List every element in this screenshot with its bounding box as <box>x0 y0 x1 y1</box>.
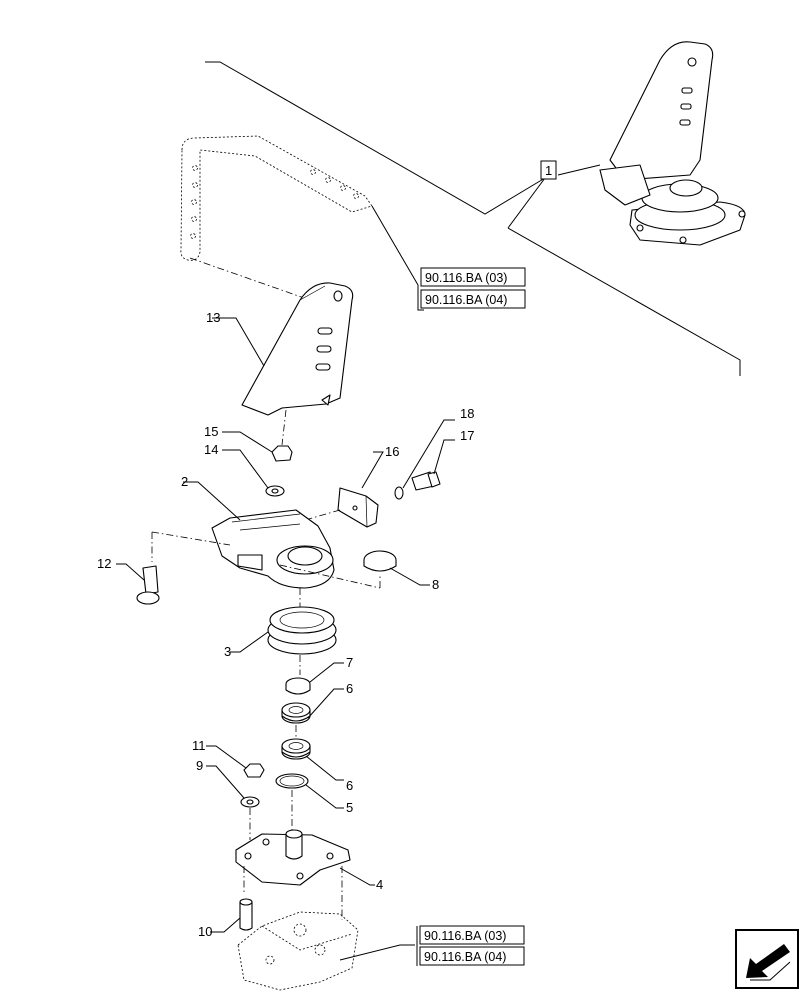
part-11-nut <box>243 763 265 778</box>
nav-arrow-icon[interactable] <box>735 929 799 989</box>
callout-6-upper: 6 <box>346 681 353 696</box>
base-housing <box>237 911 359 991</box>
part-9-washer <box>240 796 260 808</box>
callout-18: 18 <box>460 406 474 421</box>
upper-ref-box-03[interactable] <box>420 267 526 287</box>
callout-7: 7 <box>346 655 353 670</box>
upper-ref-label-04: 90.116.BA (04) <box>425 293 507 307</box>
callout-3: 3 <box>224 644 231 659</box>
part-2-housing <box>211 509 335 589</box>
part-16-clip <box>337 487 379 528</box>
callout-15: 15 <box>204 424 218 439</box>
part-7-nut <box>285 677 311 695</box>
callout-8: 8 <box>432 577 439 592</box>
upper-ref-label-03: 90.116.BA (03) <box>425 271 507 285</box>
part-18-washer <box>394 486 404 500</box>
part-15-nut <box>271 445 293 462</box>
callout-1-label: 1 <box>545 163 552 178</box>
lower-ref-label-03: 90.116.BA (03) <box>424 929 506 943</box>
callout-14: 14 <box>204 442 218 457</box>
callout-10: 10 <box>198 924 212 939</box>
part-10-pin <box>239 898 253 931</box>
part-3-spring <box>267 606 337 655</box>
part-5-snap-ring <box>275 773 309 789</box>
part-17-screw <box>411 471 441 491</box>
callout-17: 17 <box>460 428 474 443</box>
callout-9: 9 <box>196 758 203 773</box>
callout-4: 4 <box>376 877 383 892</box>
callout-16: 16 <box>385 444 399 459</box>
callout-5: 5 <box>346 800 353 815</box>
upper-bracket-outline <box>180 135 373 261</box>
part-13-bolt <box>136 565 160 605</box>
part-14-washer <box>265 485 285 497</box>
lower-ref-box-04[interactable] <box>419 946 525 966</box>
upper-ref-box-04[interactable] <box>420 289 526 309</box>
lower-reference-group: 90.116.BA (03) 90.116.BA (04) <box>416 925 525 966</box>
lower-ref-box-03[interactable] <box>419 925 525 945</box>
part-6-bearing-upper <box>281 702 311 724</box>
callout-1: 1 <box>540 160 557 180</box>
part-12-bracket <box>241 282 354 416</box>
part-6-bearing-lower <box>281 738 311 760</box>
callout-12: 13 <box>206 310 220 325</box>
callout-6-lower: 6 <box>346 778 353 793</box>
part-4-plate <box>235 829 351 886</box>
lower-ref-label-04: 90.116.BA (04) <box>424 950 506 964</box>
overview-assembly <box>205 41 746 376</box>
part-8-plug <box>363 550 397 572</box>
callout-13: 12 <box>97 556 111 571</box>
callout-11: 11 <box>192 738 206 753</box>
callout-2: 2 <box>181 474 188 489</box>
upper-reference-group: 90.116.BA (03) 90.116.BA (04) <box>420 267 526 309</box>
